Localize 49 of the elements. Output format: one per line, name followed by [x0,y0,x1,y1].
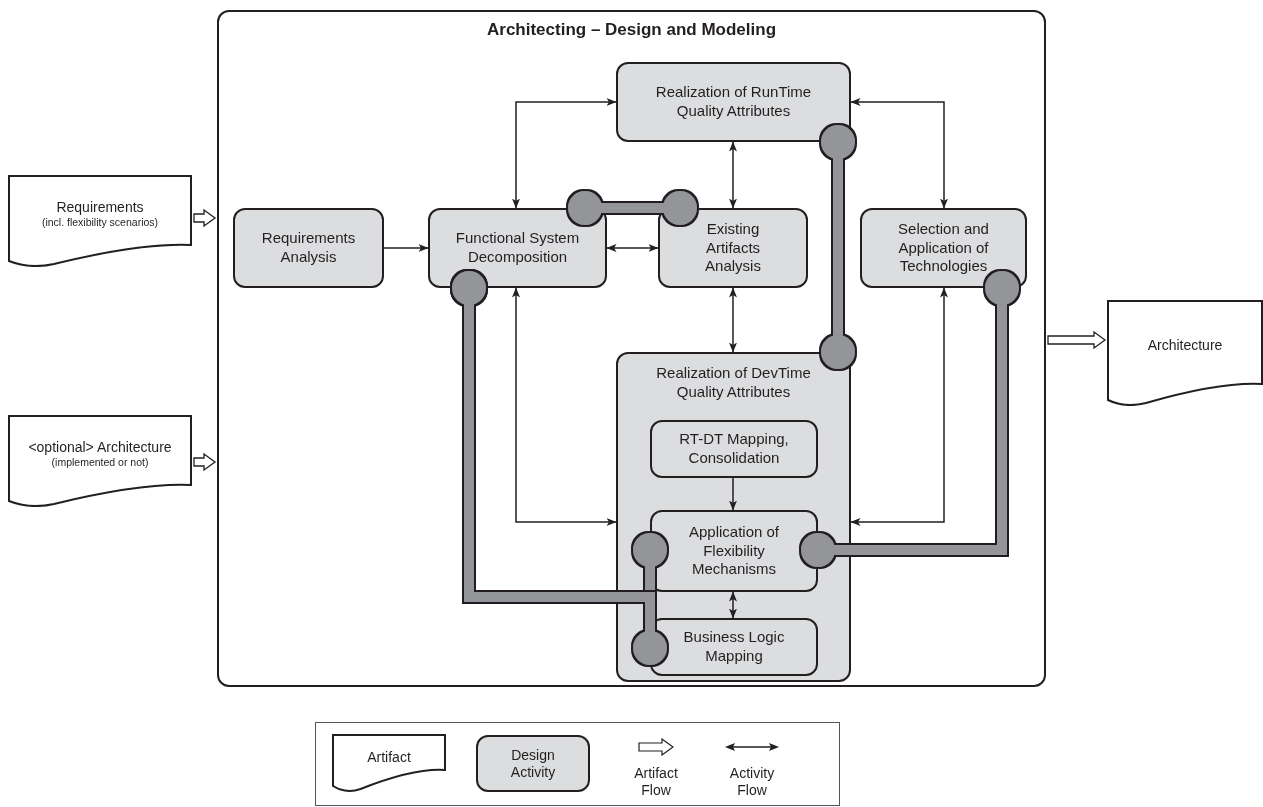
activity-label: Existing Artifacts Analysis [704,219,762,277]
activity-label: RT-DT Mapping, Consolidation [678,430,790,468]
artifact-flow-arrow [1047,330,1107,350]
legend-label: Activity Flow [728,765,776,799]
activity-flow-arrow [729,591,737,619]
activity-flow-arrow [729,477,737,511]
activity-flow-arrow [850,98,948,209]
activity-flow-arrow [729,141,737,209]
activity-box [860,208,1027,288]
artifact-note: (incl. flexibility scenarios) [41,216,159,230]
activity-box [650,510,818,592]
artifact-label: Architecture [1147,337,1223,355]
activity-label: Requirements Analysis [260,229,357,267]
frame-title: Architecting – Design and Modeling [486,20,777,40]
activity-label: Application of Flexibility Mechanisms [687,522,781,580]
legend-label: Artifact Flow [633,765,679,799]
dumbbell-connector [801,271,1019,567]
activity-label: Business Logic Mapping [682,628,786,666]
activity-label: Selection and Application of Technologies [897,219,990,277]
activity-group-box [616,352,851,682]
activity-flow-arrow [606,244,659,252]
activity-flow-arrow [383,244,429,252]
activity-box [428,208,607,288]
activity-flow-arrow [850,287,948,526]
artifact-label: <optional> Architecture [28,438,172,457]
document-shape [8,415,192,507]
dumbbell-connector [821,125,855,369]
activity-label: Functional System Decomposition [454,229,581,267]
artifact-note: (implemented or not) [51,456,149,470]
activity-flow-arrow [729,287,737,353]
artifact-flow-arrow [193,208,217,228]
activity-box [658,208,808,288]
document-shape [8,175,192,267]
activity-frame [217,10,1046,687]
activity-box [650,618,818,676]
activity-label: Realization of RunTime Quality Attributes [654,83,813,121]
document-shape [1107,300,1263,406]
activity-box [650,420,818,478]
artifact-flow-arrow [193,452,217,472]
dumbbell-connector [568,191,697,225]
legend-label: Design Activity [509,746,557,781]
activity-box [616,62,851,142]
artifact-label: Requirements [56,198,144,217]
activity-flow-arrow [512,287,617,526]
dumbbell-connector [452,271,667,665]
legend-label: Artifact [367,749,411,767]
activity-flow-arrow [512,98,617,209]
group-title: Realization of DevTime Quality Attributes [655,364,812,402]
activity-box [233,208,384,288]
